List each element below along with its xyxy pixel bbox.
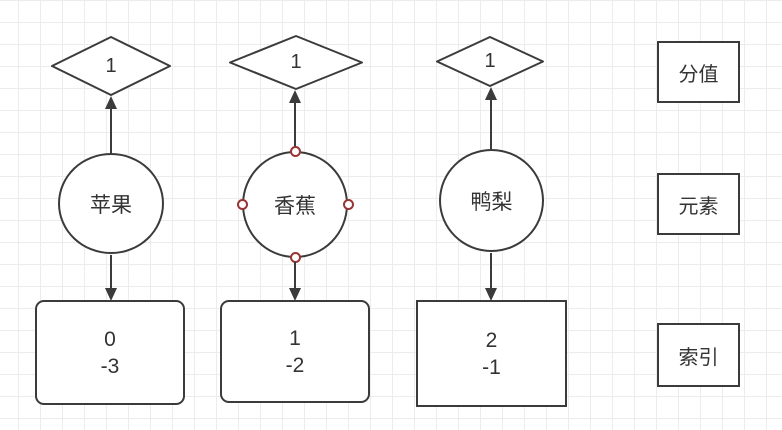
element-label-banana: 香蕉: [274, 194, 316, 218]
score-diamond-3[interactable]: [435, 35, 545, 88]
index-value: 1: [289, 326, 301, 350]
edge-element-to-index-1[interactable]: [110, 255, 112, 289]
diamond-shape: [51, 36, 171, 96]
index-offset: -3: [100, 354, 120, 378]
edge-element-to-index-3[interactable]: [490, 253, 492, 289]
connection-point-right[interactable]: [343, 199, 354, 210]
connection-point-left[interactable]: [237, 199, 248, 210]
edge-element-to-score-3[interactable]: [490, 99, 492, 149]
index-offset: -2: [285, 353, 305, 377]
arrowhead-down-3: [485, 288, 497, 301]
arrowhead-down-1: [105, 288, 117, 301]
edge-element-to-index-2[interactable]: [294, 262, 296, 289]
index-value: 2: [485, 328, 498, 352]
arrowhead-up-2: [289, 90, 301, 103]
diamond-shape: [436, 36, 544, 87]
arrowhead-down-2: [289, 288, 301, 301]
score-diamond-2[interactable]: [228, 34, 364, 91]
legend-box-index[interactable]: 索引: [657, 323, 740, 387]
edge-element-to-score-2[interactable]: [294, 102, 296, 149]
connection-point-top[interactable]: [290, 146, 301, 157]
edge-element-to-score-1[interactable]: [110, 108, 112, 154]
element-label-pear: 鸭梨: [470, 190, 513, 214]
legend-label-element: 元素: [678, 195, 719, 218]
index-box-3[interactable]: 2 -1: [416, 300, 567, 407]
element-label-apple: 苹果: [90, 193, 132, 217]
index-box-2[interactable]: 1 -2: [220, 300, 370, 403]
legend-label-index: 索引: [678, 346, 719, 369]
element-circle-apple[interactable]: 苹果: [58, 153, 164, 254]
legend-box-score[interactable]: 分值: [657, 41, 740, 103]
score-diamond-1[interactable]: [50, 35, 172, 97]
legend-box-element[interactable]: 元素: [657, 173, 740, 235]
index-value: 0: [104, 327, 116, 351]
index-offset: -1: [482, 355, 501, 379]
legend-label-score: 分值: [678, 63, 719, 86]
element-circle-pear[interactable]: 鸭梨: [439, 149, 544, 252]
arrowhead-up-3: [485, 87, 497, 100]
arrowhead-up-1: [105, 96, 117, 109]
index-box-1[interactable]: 0 -3: [35, 300, 185, 405]
element-circle-banana[interactable]: 香蕉: [242, 151, 348, 258]
diamond-shape: [229, 35, 363, 90]
